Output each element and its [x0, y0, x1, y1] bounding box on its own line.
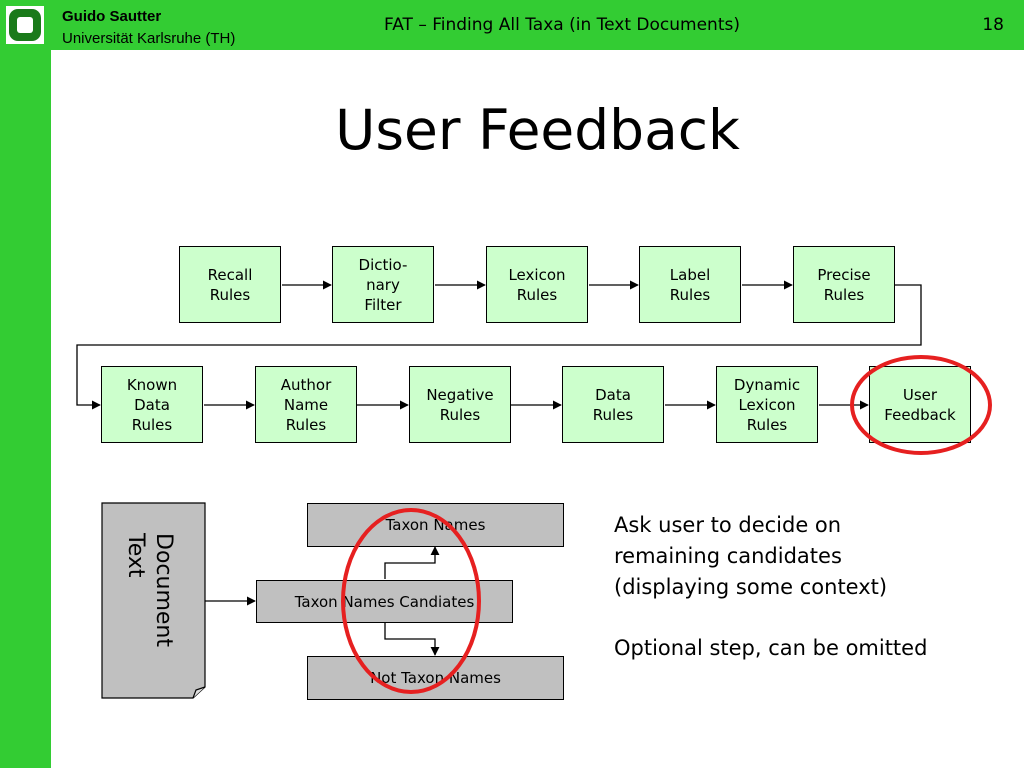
- affiliation: Universität Karlsruhe (TH): [62, 30, 236, 47]
- university-logo: [6, 6, 44, 44]
- step-dynamic-lexicon-rules: Dynamic Lexicon Rules: [716, 366, 818, 443]
- arrow-to-not-taxon-names: [384, 622, 440, 656]
- step-label-rules: Label Rules: [639, 246, 741, 323]
- step-negative-rules: Negative Rules: [409, 366, 511, 443]
- step-user-feedback: User Feedback: [869, 366, 971, 443]
- step-author-name-rules: Author Name Rules: [255, 366, 357, 443]
- step-lexicon-rules: Lexicon Rules: [486, 246, 588, 323]
- candidates-box: Taxon Names Candiates: [256, 580, 513, 623]
- document-fold: [192, 686, 206, 699]
- header-bar: [51, 0, 1024, 50]
- step-dictionary-filter: Dictio- nary Filter: [332, 246, 434, 323]
- note-ask-user: Ask user to decide on remaining candidat…: [614, 513, 888, 599]
- slide-number: 18: [982, 15, 1004, 35]
- not-taxon-names-box: Not Taxon Names: [307, 656, 564, 700]
- slide-title: User Feedback: [335, 98, 740, 162]
- author-name: Guido Sautter: [62, 8, 162, 25]
- step-data-rules: Data Rules: [562, 366, 664, 443]
- arrow-to-taxon-names: [384, 546, 440, 579]
- step-known-data-rules: Known Data Rules: [101, 366, 203, 443]
- note-optional: Optional step, can be omitted: [614, 636, 928, 660]
- document-text-label: Document Text: [123, 533, 176, 647]
- step-recall-rules: Recall Rules: [179, 246, 281, 323]
- header-title: FAT – Finding All Taxa (in Text Document…: [384, 15, 740, 35]
- taxon-names-box: Taxon Names: [307, 503, 564, 547]
- left-sidebar: [0, 0, 51, 768]
- step-precise-rules: Precise Rules: [793, 246, 895, 323]
